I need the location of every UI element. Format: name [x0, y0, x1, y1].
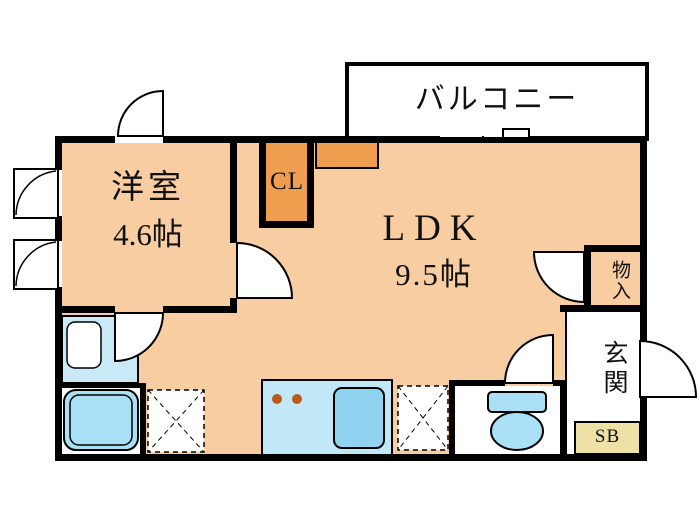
toilet-icon: [487, 391, 547, 451]
stove-burner-icon: [272, 394, 282, 404]
wall-segment: [140, 383, 146, 454]
washer-space-icon: [147, 389, 205, 453]
wall-segment: [55, 287, 62, 461]
western-room-size: 4.6帖: [113, 217, 183, 252]
wall-segment: [449, 380, 505, 386]
vanity-sink-icon: [66, 321, 102, 369]
storage-label: 物入: [609, 260, 630, 302]
wall-segment: [449, 380, 455, 454]
kitchen-sink-icon: [333, 387, 385, 449]
entrance-label: 玄関: [600, 340, 627, 398]
walls: [55, 136, 647, 461]
bathtub-icon: [63, 389, 139, 451]
wall-segment: [230, 136, 237, 243]
wall-segment: [560, 305, 644, 312]
door-swing-icon: [532, 251, 585, 304]
door-swing-icon: [114, 312, 165, 363]
wall-segment: [259, 136, 266, 228]
door-swing-icon: [503, 333, 554, 384]
balcony-label: バルコニー: [414, 83, 580, 116]
closet-label: CL: [270, 168, 304, 195]
wall-segment: [163, 136, 440, 143]
door-swing-icon: [116, 89, 164, 137]
wall-segment: [62, 383, 140, 388]
wall-segment: [55, 136, 62, 170]
wall-segment: [640, 136, 647, 341]
wall-segment: [163, 306, 237, 313]
fixtures: [61, 315, 547, 457]
western-room-label: 洋室: [111, 170, 185, 206]
wall-segment: [55, 136, 115, 143]
stove-burner-icon: [292, 394, 302, 404]
shoe-box-label: SB: [594, 426, 621, 447]
entrance-step-line: [565, 312, 567, 382]
door-swing-icon: [236, 241, 294, 299]
wall-segment: [230, 298, 237, 313]
refrigerator-space-icon: [397, 385, 449, 451]
wall-segment: [528, 136, 647, 143]
ldk-label: LDK: [382, 208, 486, 249]
balcony-area: [345, 62, 649, 141]
wall-segment: [640, 397, 647, 461]
wall-segment: [584, 245, 591, 312]
casement-window-icon: [13, 239, 59, 290]
wall-segment: [55, 216, 62, 241]
entrance-door-swing-icon: [639, 339, 698, 398]
ldk-size: 9.5帖: [395, 257, 473, 292]
balcony-outline: [345, 62, 649, 141]
wall-segment: [55, 454, 647, 461]
casement-window-icon: [13, 168, 59, 219]
wall-segment: [307, 136, 314, 228]
sliding-door-icon: [440, 136, 528, 143]
bathtub-inner-line: [69, 394, 133, 446]
wall-segment: [560, 380, 567, 454]
wall-segment: [55, 306, 115, 313]
doors-and-windows: [13, 89, 698, 398]
wall-segment: [584, 245, 644, 252]
wall-segment: [259, 221, 314, 228]
balcony-drain-mark: [502, 128, 530, 139]
closet-area: [259, 136, 314, 228]
